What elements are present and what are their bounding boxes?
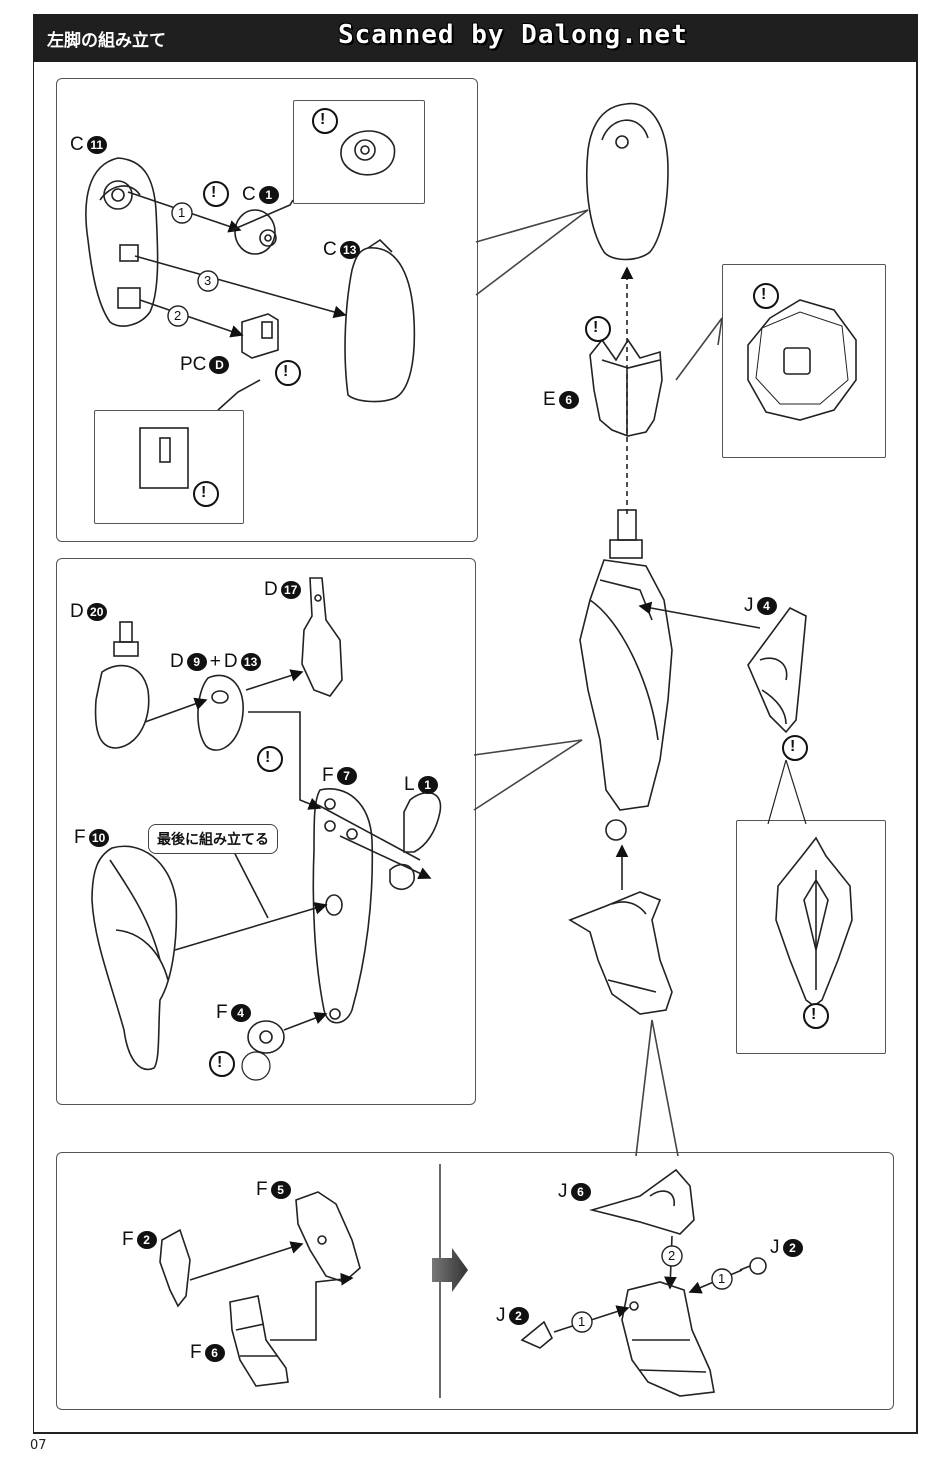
- detail-c1-ring: [340, 130, 396, 176]
- scan-watermark: Scanned by Dalong.net: [338, 20, 688, 50]
- step-number: 2: [174, 308, 182, 323]
- part-c11-shell: [85, 157, 159, 327]
- panel-foot-assembly: [56, 1152, 894, 1410]
- part-d20-shaft: [94, 621, 150, 749]
- part-j2-right-cap: [739, 1257, 767, 1275]
- section-header: 左脚の組み立て Scanned by Dalong.net: [33, 14, 917, 62]
- part-c13-cover: [344, 238, 416, 403]
- section-title: 左脚の組み立て: [47, 31, 166, 51]
- panel-head-assembly: [56, 78, 478, 542]
- caution-icon: !: [761, 286, 767, 303]
- part-pc-d-block: [241, 313, 279, 359]
- part-e6-cap: [589, 338, 663, 437]
- part-f4-joint: [241, 1020, 285, 1081]
- caution-icon: !: [211, 184, 217, 201]
- frame-left-border: [33, 14, 34, 1434]
- part-l1-bracket: [389, 791, 442, 891]
- step-number: 2: [668, 1248, 676, 1263]
- caution-icon: !: [811, 1006, 817, 1023]
- callout-box-c1-detail: [293, 100, 425, 204]
- frame-right-border: [916, 14, 918, 1434]
- callout-box-pcd-detail: [94, 410, 244, 524]
- part-c1-joint: [234, 209, 277, 255]
- assemble-last-note: 最後に組み立てる: [148, 824, 278, 854]
- part-f5-heel: [295, 1191, 361, 1283]
- caution-icon: !: [265, 749, 271, 766]
- detail-pcd-socket: [139, 427, 189, 489]
- part-j6-fin: [588, 1168, 695, 1235]
- part-j2-left-cap: [520, 1320, 553, 1349]
- caution-icon: !: [201, 484, 207, 501]
- part-j4-plate: [747, 606, 807, 734]
- part-shin-armor: [568, 891, 673, 1015]
- part-f2-spur: [159, 1228, 191, 1308]
- callout-box-j4-detail: [736, 820, 886, 1054]
- next-step-arrow: [432, 1248, 468, 1292]
- caution-icon: !: [283, 363, 289, 380]
- part-d9-d13-disc: [197, 674, 244, 751]
- step-number: 3: [204, 273, 212, 288]
- part-lower-leg-assembly: [579, 509, 673, 841]
- part-f10-armor: [91, 845, 178, 1071]
- detail-j4-back: [775, 836, 853, 1007]
- caution-icon: !: [217, 1054, 223, 1071]
- caution-icon: !: [593, 319, 599, 336]
- part-d17-frame: [301, 577, 343, 697]
- caution-icon: !: [320, 111, 326, 128]
- step-number: 1: [718, 1271, 726, 1286]
- frame-bottom-border: [33, 1432, 917, 1434]
- part-upper-shell: [585, 102, 669, 261]
- page-number: 07: [30, 1438, 47, 1453]
- panel-knee-assembly: [56, 558, 476, 1105]
- detail-e6-socket: [747, 299, 857, 421]
- step-number: 1: [178, 205, 186, 220]
- caution-icons: [193, 108, 829, 1077]
- part-boot-assembly: [621, 1281, 715, 1397]
- caution-icon: !: [790, 738, 796, 755]
- step-number: 1: [578, 1314, 586, 1329]
- callout-box-e6-detail: [722, 264, 886, 458]
- part-f6-toe: [229, 1295, 289, 1387]
